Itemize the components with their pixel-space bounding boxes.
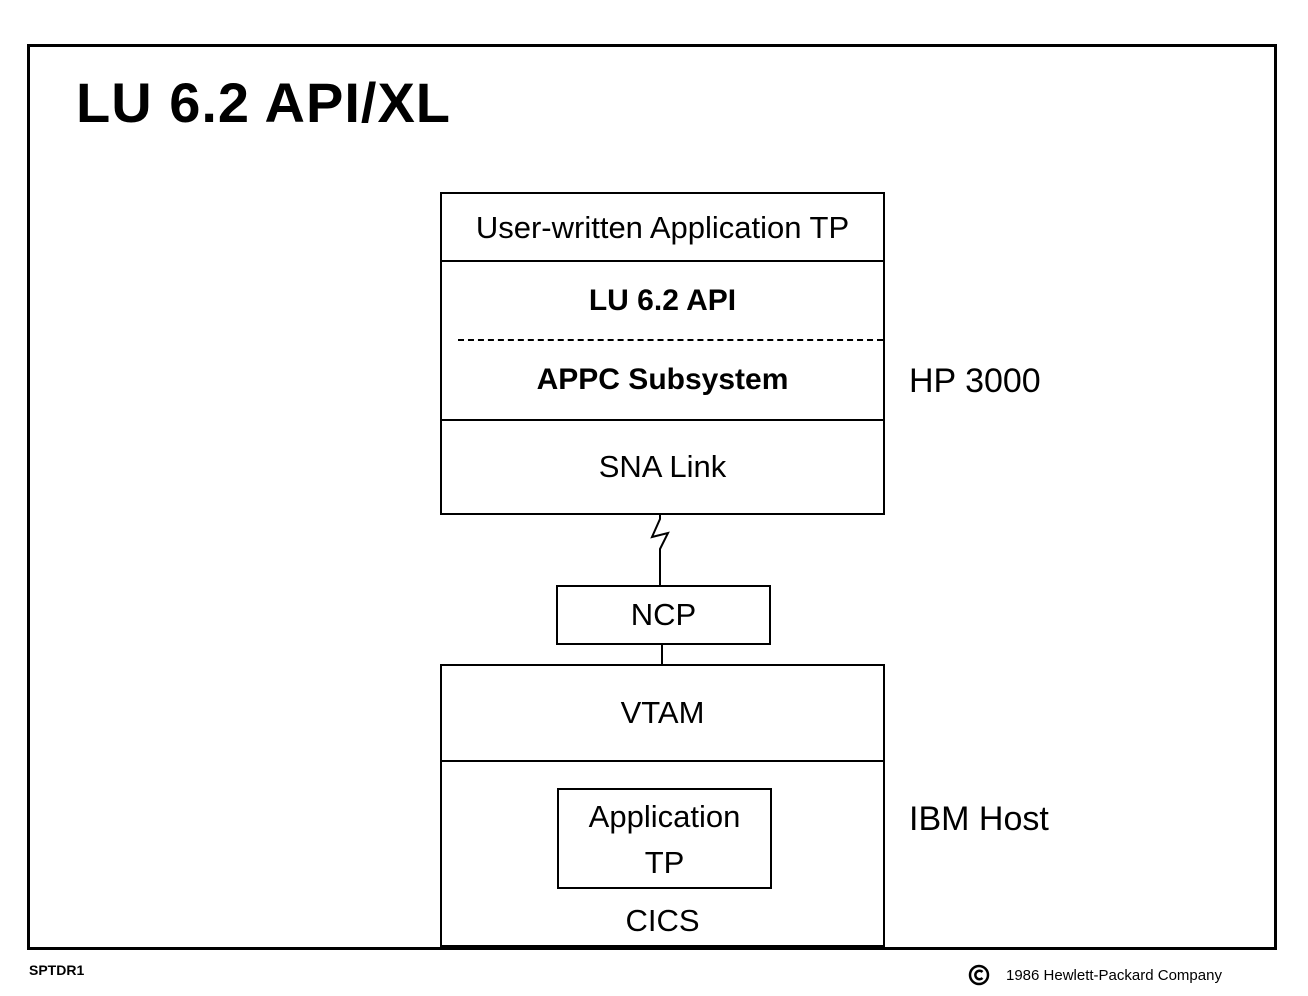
ibm-host-label: IBM Host [909,800,1049,838]
divider [442,419,883,421]
ibm-host-stack: VTAM Application TP CICS [440,664,885,947]
copyright-icon [968,964,990,986]
hp3000-label: HP 3000 [909,362,1041,400]
application-tp-line1: Application [588,799,741,834]
hp3000-stack: User-written Application TP LU 6.2 API A… [440,192,885,515]
divider [442,760,883,762]
page-title: LU 6.2 API/XL [76,71,452,134]
link-connector-icon [650,513,670,587]
ncp-vtam-connector [661,645,663,665]
ncp-box: NCP [556,585,771,645]
application-tp-line2: TP [644,845,685,880]
divider [442,260,883,262]
copyright-notice: 1986 Hewlett-Packard Company [968,964,1222,986]
vtam-layer: VTAM [620,695,705,730]
application-tp-box: Application TP [557,788,772,889]
user-app-tp-layer: User-written Application TP [475,210,850,245]
lu62-api-layer: LU 6.2 API [588,284,737,317]
appc-subsystem-layer: APPC Subsystem [536,363,789,396]
cics-label: CICS [625,903,700,938]
sna-link-layer: SNA Link [598,449,727,484]
slide-code: SPTDR1 [29,962,85,978]
ncp-label: NCP [630,597,697,632]
dashed-divider [458,339,883,341]
slide-frame [27,44,1277,950]
copyright-text: 1986 Hewlett-Packard Company [1006,966,1222,984]
